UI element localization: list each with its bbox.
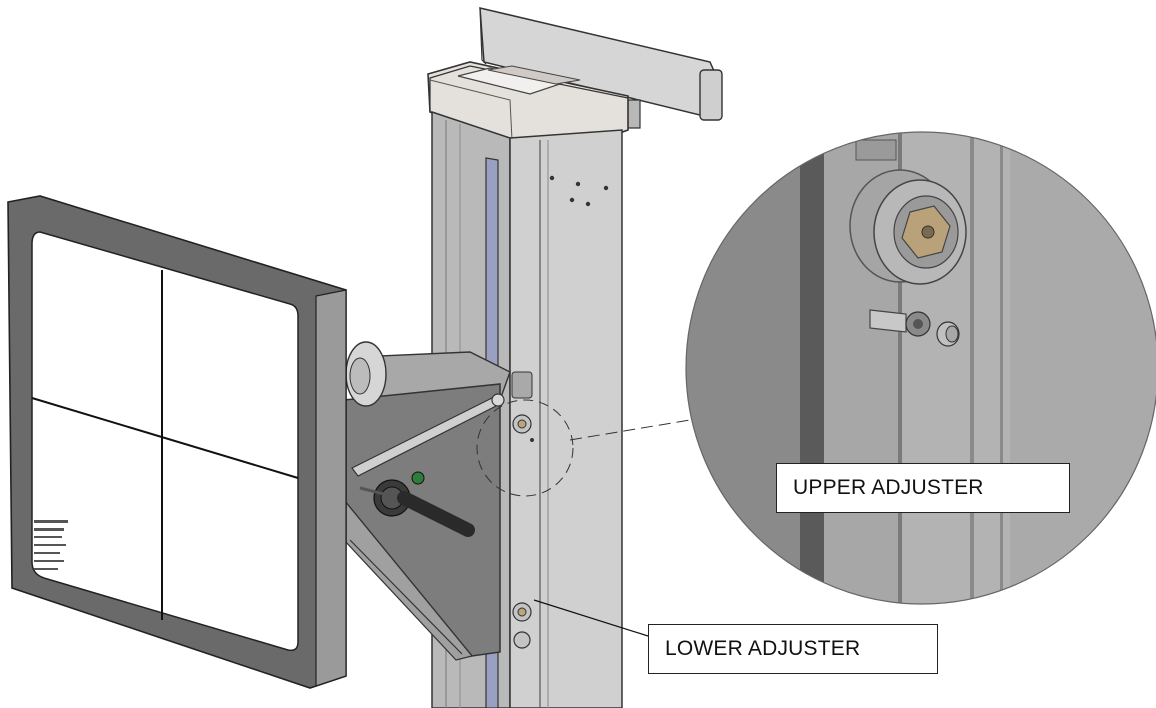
zoom-bolt [869,309,960,347]
column-cap [427,61,629,141]
top-bracket [479,7,723,129]
zoom-detail-view [686,132,1156,604]
detail-marker-circle [476,399,574,497]
lower-adjuster-part [512,602,532,649]
detector-panel [7,195,347,689]
upper-adjuster-label: UPPER ADJUSTER [776,463,1070,513]
carriage-bracket [343,341,511,661]
label-plate [34,520,68,570]
upper-adjuster-part [511,371,534,442]
star-knob-icon [359,479,475,537]
lower-adjuster-label: LOWER ADJUSTER [648,624,938,674]
lower-adjuster-leader [533,599,649,637]
green-indicator-icon [411,471,425,485]
detail-leader-line [569,419,691,441]
zoom-upper-adjuster [849,169,967,285]
